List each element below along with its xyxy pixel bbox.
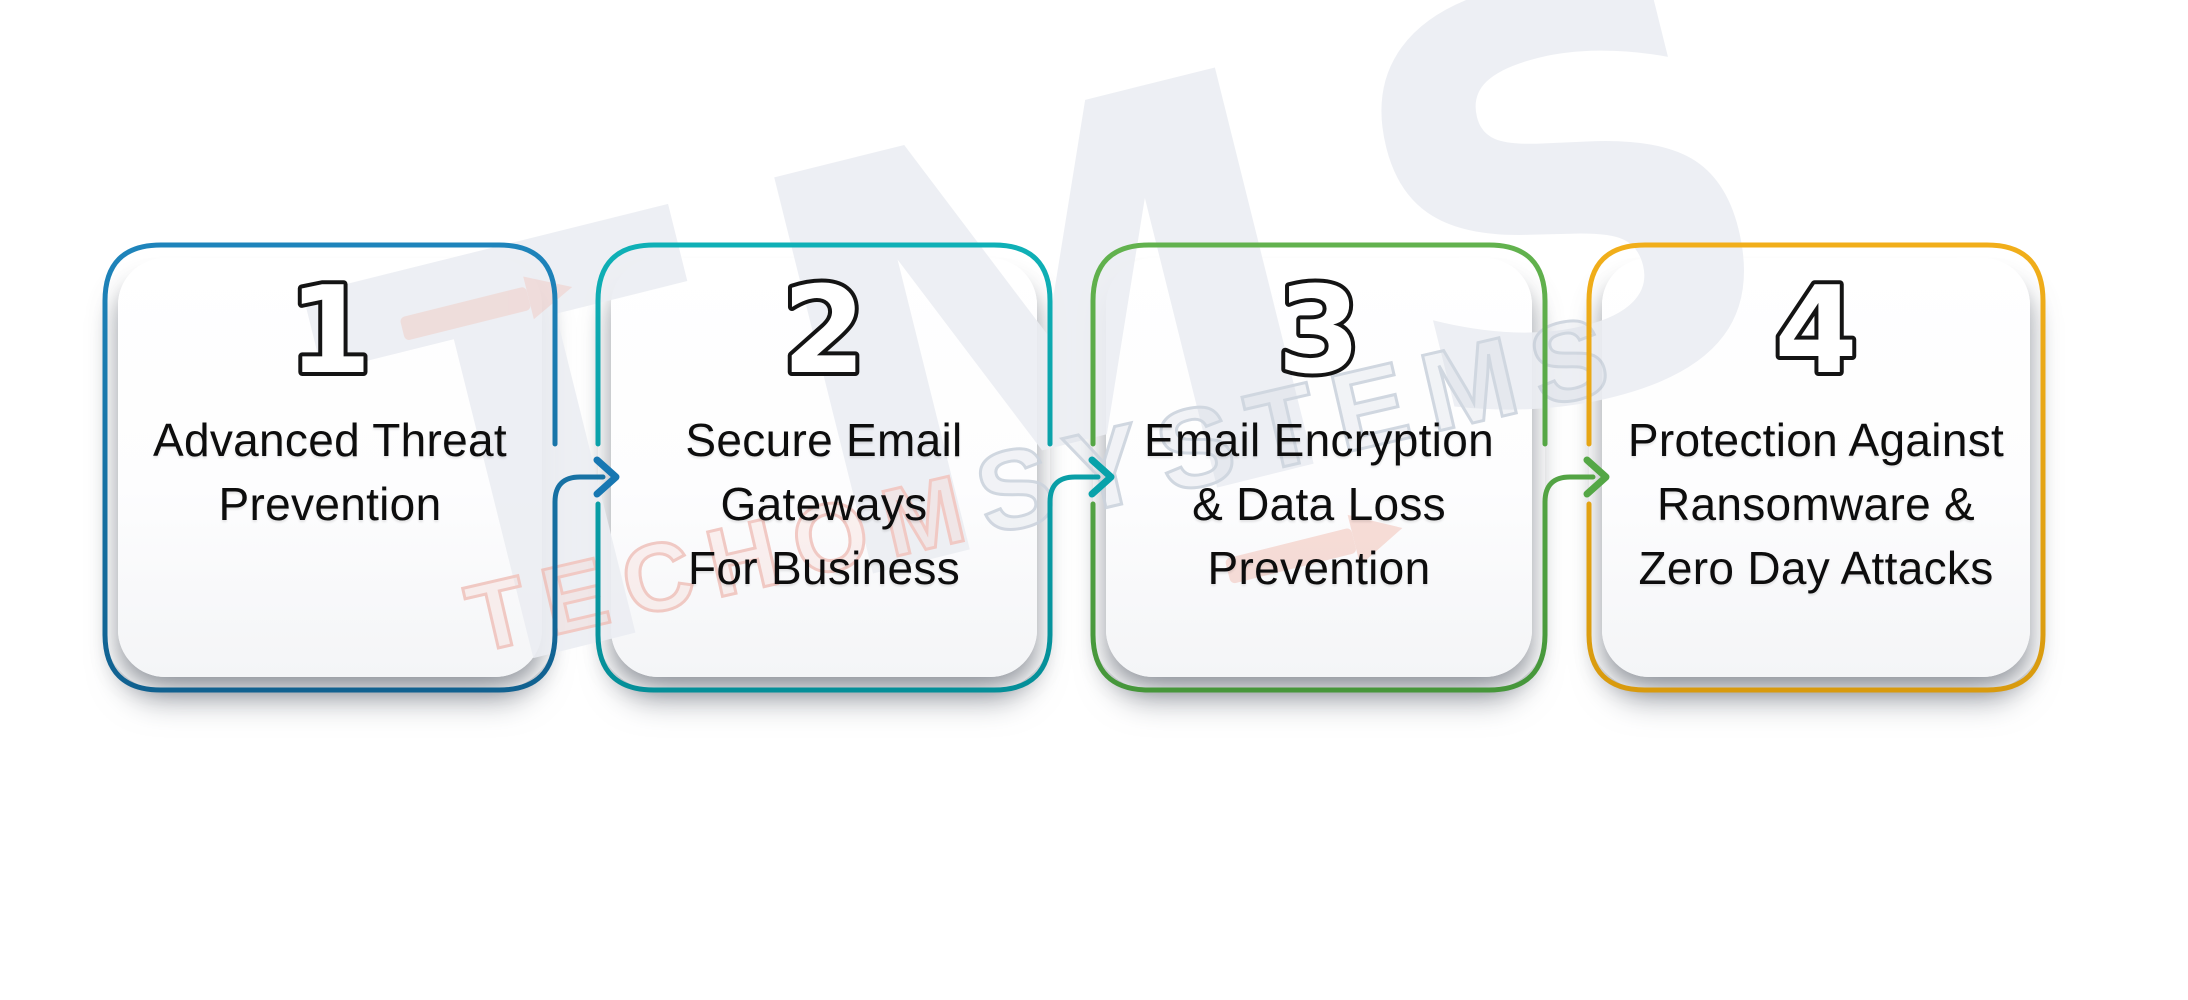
arrow-1-2-head xyxy=(593,456,620,498)
step-1-number: 1 xyxy=(288,262,372,401)
step-card-3 xyxy=(1106,258,1532,677)
step-4-number: 4 xyxy=(1774,262,1858,401)
step-label-line: Ransomware & xyxy=(1656,478,1976,530)
step-label-line: Prevention xyxy=(218,478,442,530)
step-4-label: Protection Against Ransomware & Zero Day… xyxy=(1589,408,2043,600)
step-label-line: Protection Against xyxy=(1627,414,2005,466)
step-label-line: Prevention xyxy=(1207,542,1431,594)
arrow-3-4-head xyxy=(1583,456,1610,498)
step-4-border xyxy=(1586,242,2046,693)
step-label-line: & Data Loss xyxy=(1192,478,1446,530)
step-3-border-bottom xyxy=(1090,474,1596,693)
step-2-border-top xyxy=(595,242,1053,447)
step-label-line: Email Encryption xyxy=(1144,414,1494,466)
step-3-label: Email Encryption & Data Loss Prevention xyxy=(1093,408,1545,600)
step-box-2 xyxy=(598,245,1050,690)
watermark-accent-arrow-2 xyxy=(1225,514,1403,584)
step-2-number: 2 xyxy=(782,262,866,401)
step-label-line: Gateways xyxy=(720,478,928,530)
step-card-1 xyxy=(118,258,542,677)
step-card-4 xyxy=(1602,258,2030,677)
step-1-border xyxy=(102,242,606,693)
step-box-1 xyxy=(105,245,555,690)
step-label-line: Advanced Threat xyxy=(153,414,507,466)
step-label-line: Secure Email xyxy=(685,414,963,466)
step-3-border-top xyxy=(1090,242,1548,447)
step-label-line: Zero Day Attacks xyxy=(1638,542,1994,594)
step-card-2 xyxy=(611,258,1037,677)
step-3-number: 3 xyxy=(1277,262,1361,401)
step-1-label: Advanced Threat Prevention xyxy=(105,408,555,536)
step-box-4 xyxy=(1589,245,2043,690)
arrow-2-3-head xyxy=(1088,456,1115,498)
step-box-3 xyxy=(1093,245,1545,690)
step-2-label: Secure Email Gateways For Business xyxy=(598,408,1050,600)
step-label-line: For Business xyxy=(687,542,961,594)
step-2-border-bottom xyxy=(595,474,1101,693)
watermark-accent-arrow-1 xyxy=(400,276,573,340)
